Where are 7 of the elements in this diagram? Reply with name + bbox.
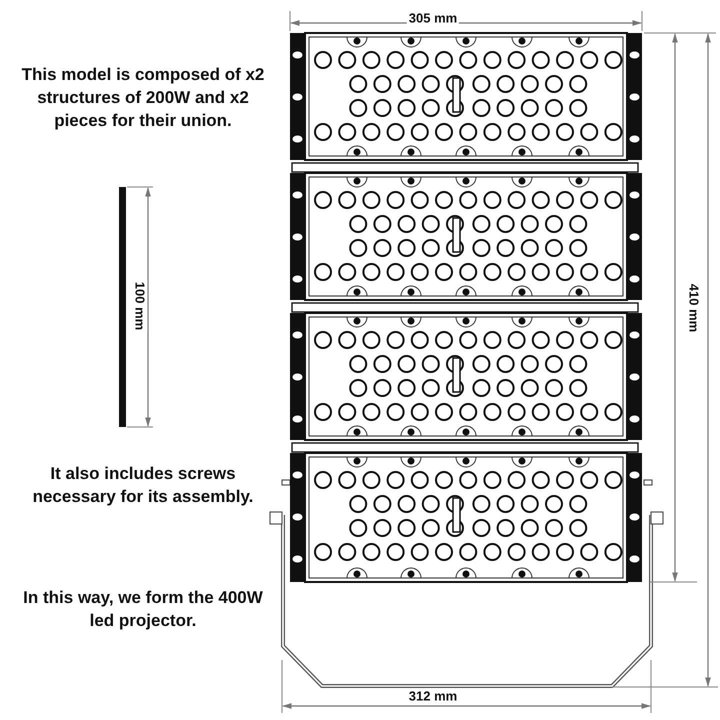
dimension-label: 410 mm — [686, 282, 702, 334]
dimension-label: 100 mm — [132, 280, 148, 332]
note-text: In this way, we form the 400W led projector. — [22, 587, 264, 632]
note-text: This model is composed of x2 structures of 200W and x2 pieces for their union. — [20, 64, 266, 132]
note-text: It also includes screws necessary for its assembly. — [32, 463, 254, 508]
dimension-label: 305 mm — [406, 10, 460, 26]
dimension-label: 312 mm — [406, 688, 460, 704]
